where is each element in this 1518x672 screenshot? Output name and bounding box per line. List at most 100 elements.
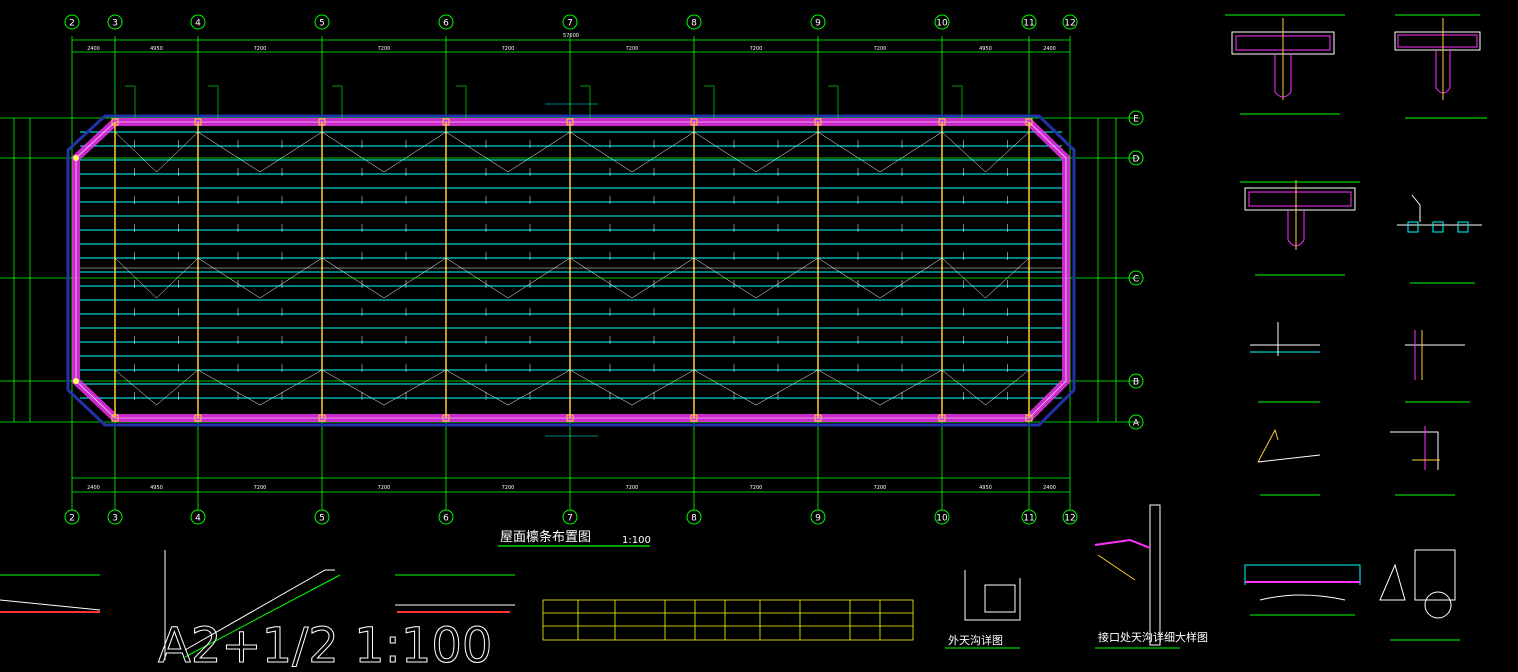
ridge-detail-1 (1257, 428, 1321, 496)
axis-label-col: 8 (691, 19, 697, 29)
axis-label-col: 9 (815, 514, 821, 524)
purlin-tie-detail-2 (1250, 322, 1320, 403)
axis-bubble (686, 509, 702, 525)
plan-scale: 1:100 (622, 535, 651, 546)
brace-line (156, 131, 199, 173)
axis-bubble (1128, 414, 1144, 430)
column-marker (566, 118, 574, 126)
column-marker (1025, 414, 1033, 422)
axis-label-col: 11 (1023, 514, 1034, 524)
axis-label-col: 4 (195, 514, 201, 524)
brace-line (879, 369, 943, 406)
axis-label-col: 9 (815, 19, 821, 29)
axis-label-col: 10 (936, 19, 948, 29)
brace-line (755, 257, 819, 299)
gutter-junction-detail (1094, 504, 1180, 649)
corner-node (73, 155, 79, 161)
brace-line (631, 369, 695, 406)
brace-line (321, 369, 385, 406)
axis-bubble (190, 14, 206, 30)
axis-bubble (562, 14, 578, 30)
axis-label-row: C (1133, 275, 1139, 285)
purlin-section-xlg (164, 550, 341, 660)
axis-bubble (810, 14, 826, 30)
axis-label-col: 5 (319, 514, 325, 524)
axis-label-col: 4 (195, 19, 201, 29)
axis-label-col: 7 (567, 514, 573, 524)
axis-bubble (107, 509, 123, 525)
axis-bubble (64, 509, 80, 525)
bay-dimension: 4950 (979, 46, 992, 52)
brace-line (755, 369, 819, 406)
bay-dimension: 7200 (750, 46, 763, 52)
brace-line (321, 257, 385, 299)
axis-bubble (562, 509, 578, 525)
axis-bubble (686, 14, 702, 30)
axis-label-col: 3 (112, 514, 118, 524)
purlin-tie-detail-1 (1397, 194, 1482, 284)
column-marker (442, 118, 450, 126)
axis-label-col: 12 (1064, 514, 1075, 524)
column-marker (566, 414, 574, 422)
brace-line (817, 131, 881, 173)
brace-line (114, 131, 157, 173)
brace-line (985, 131, 1030, 173)
column-marker (938, 118, 946, 126)
bay-dimension: 7200 (502, 46, 515, 52)
purlin-tie-detail-3 (1405, 330, 1470, 403)
section-big-label: A2+1/2 1:100 (158, 618, 492, 672)
column-marker (442, 414, 450, 422)
brace-line (569, 131, 633, 173)
axis-bubble (1021, 14, 1037, 30)
brace-line (879, 131, 943, 173)
brace-line (114, 369, 157, 406)
bay-dimension: 2400 (87, 485, 100, 491)
brace-line (569, 369, 633, 406)
axis-bubble (1062, 14, 1078, 30)
bay-dimension: 2400 (1043, 46, 1056, 52)
axis-bubble (190, 509, 206, 525)
column-marker (690, 414, 698, 422)
brace-line (507, 257, 571, 299)
brace-line (817, 257, 881, 299)
brace-line (197, 257, 261, 299)
purlin-section-lg (0, 574, 101, 613)
axis-bubble (810, 509, 826, 525)
connection-detail-3 (1240, 180, 1360, 276)
axis-bubble (1021, 509, 1037, 525)
axis-bubble (438, 14, 454, 30)
brace-line (817, 369, 881, 406)
brace-line (321, 131, 385, 173)
brace-line (985, 257, 1030, 299)
column-marker (318, 414, 326, 422)
axis-label-row: A (1133, 419, 1140, 429)
bay-dimension: 7200 (626, 46, 639, 52)
brace-line (631, 131, 695, 173)
axis-label-col: 11 (1023, 19, 1034, 29)
axis-label-col: 10 (936, 514, 948, 524)
total-dimension: 57600 (563, 33, 579, 39)
brace-line (879, 257, 943, 299)
column-marker (318, 118, 326, 126)
axis-label-row: B (1133, 378, 1139, 388)
axis-bubble (934, 14, 950, 30)
plan-title: 屋面檩条布置图 (500, 529, 591, 545)
brace-line (941, 131, 986, 173)
brace-line (156, 369, 199, 406)
axis-label-col: 2 (69, 514, 75, 524)
bay-dimension: 7200 (626, 485, 639, 491)
axis-label-col: 3 (112, 19, 118, 29)
axis-bubble (1128, 270, 1144, 286)
bay-dimension: 4950 (150, 46, 163, 52)
brace-line (445, 131, 509, 173)
axis-bubble (1062, 509, 1078, 525)
detail-label-outer-gutter: 外天沟详图 (948, 633, 1003, 647)
brace-line (383, 369, 447, 406)
brace-line (259, 257, 323, 299)
column-marker (111, 414, 119, 422)
column-marker (111, 118, 119, 126)
bay-dimension: 2400 (1043, 485, 1056, 491)
material-table (542, 599, 914, 641)
brace-line (259, 369, 323, 406)
